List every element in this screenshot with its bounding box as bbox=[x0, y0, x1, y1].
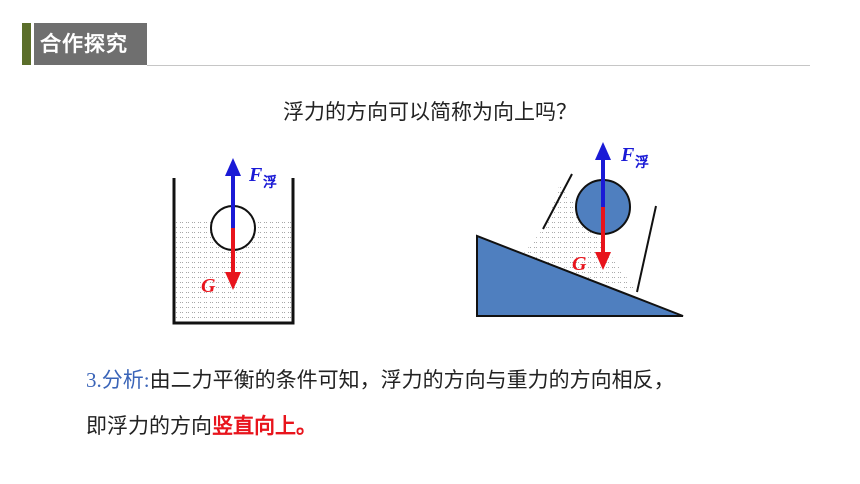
buoyancy-arrowhead bbox=[595, 142, 611, 160]
header-bar bbox=[34, 23, 147, 65]
analysis-text: 由二力平衡的条件可知，浮力的方向与重力的方向相反， bbox=[149, 368, 675, 392]
left-buoyancy-subscript: 浮 bbox=[263, 174, 277, 191]
left-buoyancy-symbol: F bbox=[248, 164, 263, 186]
left-gravity-label: G bbox=[201, 275, 216, 297]
analysis-conclusion-prefix: 即浮力的方向 bbox=[86, 414, 212, 438]
right-figure: F 浮 G bbox=[476, 142, 684, 317]
analysis-conclusion-emphasis: 竖直向上。 bbox=[212, 414, 317, 438]
container-right-wall bbox=[636, 205, 657, 293]
right-buoyancy-symbol: F bbox=[620, 144, 635, 166]
header-divider bbox=[147, 65, 810, 66]
right-gravity-label: G bbox=[572, 253, 587, 275]
buoyancy-arrowhead bbox=[225, 158, 241, 176]
section-title: 合作探究 bbox=[40, 32, 128, 56]
container-left-wall bbox=[542, 173, 573, 230]
analysis-label: 3.分析: bbox=[86, 368, 150, 392]
header-accent-bar bbox=[22, 23, 31, 65]
beaker-outline bbox=[172, 178, 295, 325]
analysis-line-2: 即浮力的方向竖直向上。 bbox=[86, 410, 317, 440]
question-text: 浮力的方向可以简称为向上吗？ bbox=[283, 100, 577, 124]
gravity-arrowhead bbox=[225, 272, 241, 290]
gravity-arrowhead bbox=[595, 252, 611, 270]
analysis-line-1: 3.分析:由二力平衡的条件可知，浮力的方向与重力的方向相反， bbox=[86, 364, 675, 394]
left-figure: F 浮 G bbox=[172, 158, 295, 325]
right-buoyancy-subscript: 浮 bbox=[635, 154, 649, 171]
incline-block bbox=[476, 234, 684, 317]
